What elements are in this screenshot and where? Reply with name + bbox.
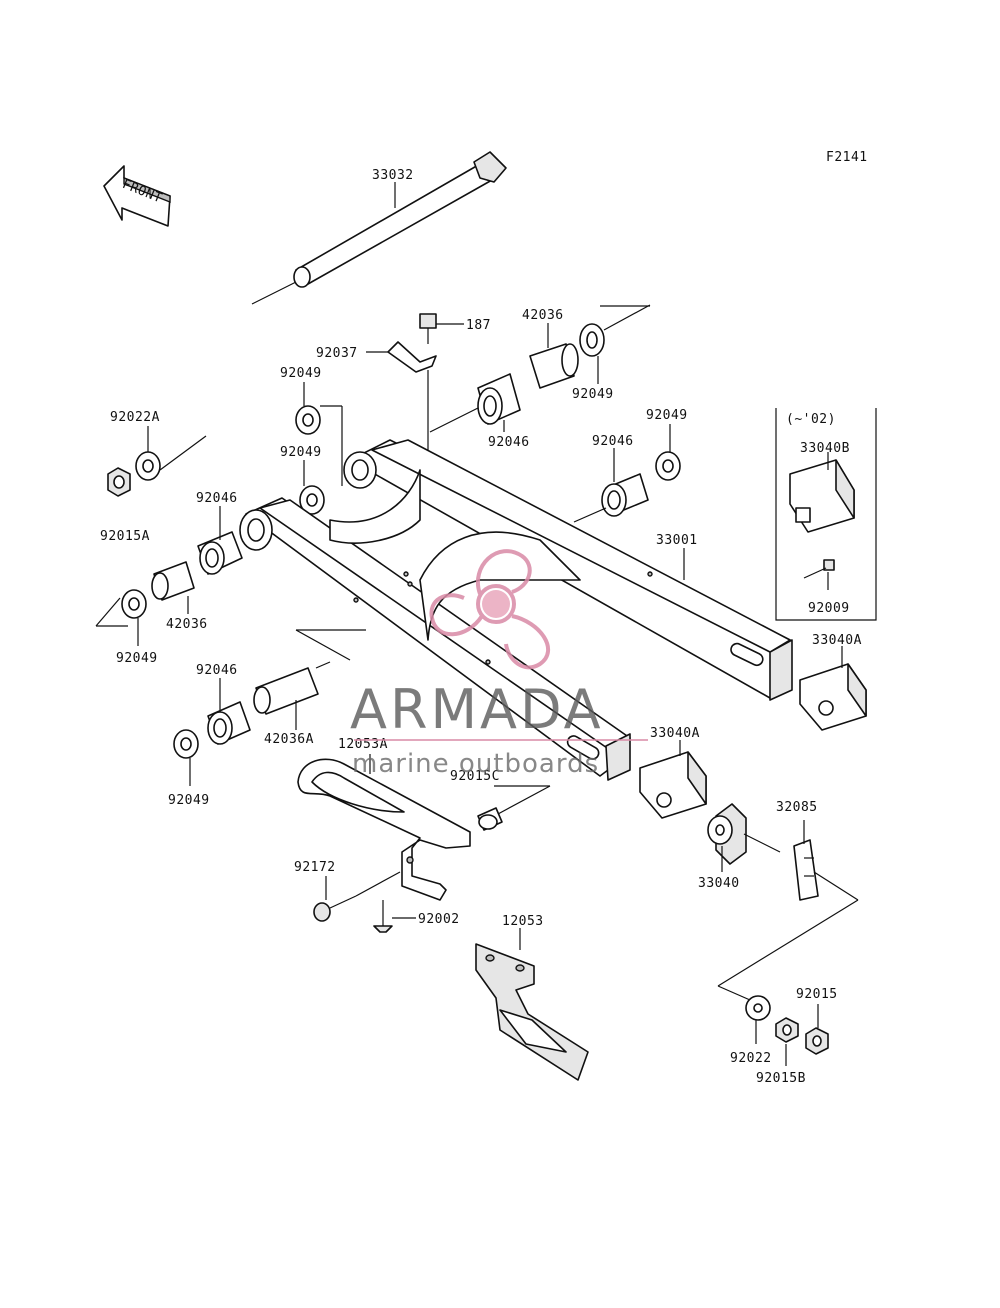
callout-92049-bottom: 92049: [168, 793, 210, 808]
adjuster-33040A-right: [799, 646, 867, 731]
callout-42036-top: 42036: [522, 308, 564, 323]
adjuster-bolt-33040: [707, 803, 781, 872]
nut-92015A: [107, 467, 131, 497]
bolt-187: [419, 313, 464, 344]
callout-33001: 33001: [656, 533, 698, 548]
washer-92049-top: [295, 382, 343, 486]
callout-92009: 92009: [808, 601, 850, 616]
screw-92172: [313, 871, 401, 922]
washer-92049-topright: [579, 304, 651, 384]
callout-92022A: 92022A: [110, 410, 160, 425]
callout-33040A-right: 33040A: [812, 633, 862, 648]
callout-92015A: 92015A: [100, 529, 150, 544]
callout-92015C: 92015C: [450, 769, 500, 784]
bolt-92002: [373, 900, 416, 933]
washer-92049-mid: [299, 460, 325, 515]
nut-92015: [805, 1004, 829, 1055]
watermark-brand: ARMADA: [350, 678, 604, 741]
callout-92022: 92022: [730, 1051, 772, 1066]
callout-92037: 92037: [316, 346, 358, 361]
block-32085: [717, 820, 859, 1001]
callout-92046-top: 92046: [488, 435, 530, 450]
washer-92049-left: [95, 589, 147, 646]
pivot-shaft: [251, 151, 507, 305]
callout-92015: 92015: [796, 987, 838, 1002]
bearing-92046-bottom: [207, 678, 251, 745]
swingarm-33001: [239, 439, 793, 781]
callout-33040: 33040: [698, 876, 740, 891]
callout-92046-left: 92046: [196, 491, 238, 506]
callout-92049-topright: 92049: [572, 387, 614, 402]
variant-note: (~'02): [786, 412, 836, 427]
collar-92015C: [477, 785, 551, 831]
washer-92049-right: [655, 424, 681, 481]
front-arrow-icon: FRONT: [103, 165, 171, 227]
chain-cover-12053: [475, 928, 589, 1081]
bushing-42036-left: [151, 561, 195, 614]
watermark-tagline: marine outboards: [352, 749, 599, 779]
washer-92049-bottom: [173, 729, 199, 786]
callout-92049-left: 92049: [116, 651, 158, 666]
washer-92022A: [135, 426, 207, 481]
clip-92037: [366, 341, 437, 490]
bushing-42036-top: [529, 323, 579, 389]
callout-187: 187: [466, 318, 491, 333]
callout-33032: 33032: [372, 168, 414, 183]
bushing-42036A: [253, 661, 331, 730]
callout-32085: 32085: [776, 800, 818, 815]
nut-92015B: [775, 1017, 799, 1066]
bearing-92046-left: [197, 506, 243, 575]
callout-92046-right: 92046: [592, 434, 634, 449]
figure-code: F2141: [826, 150, 868, 165]
washer-92022: [745, 995, 771, 1044]
callout-92049-top: 92049: [280, 366, 322, 381]
bearing-92046-top: [429, 373, 521, 433]
callout-33040A-mid: 33040A: [650, 726, 700, 741]
callout-92049-right: 92049: [646, 408, 688, 423]
callout-33040B: 33040B: [800, 441, 850, 456]
callout-92046-bottom: 92046: [196, 663, 238, 678]
bearing-92046-right: [573, 448, 649, 523]
adjuster-33040A-mid: [639, 740, 707, 819]
callout-92002: 92002: [418, 912, 460, 927]
chain-guide-12053A: [297, 754, 471, 901]
callout-92015B: 92015B: [756, 1071, 806, 1086]
callout-42036A: 42036A: [264, 732, 314, 747]
armada-logo: [429, 549, 551, 670]
callout-42036-left: 42036: [166, 617, 208, 632]
callout-12053: 12053: [502, 914, 544, 929]
callout-92049-mid: 92049: [280, 445, 322, 460]
callout-92172: 92172: [294, 860, 336, 875]
variant-box: [775, 408, 877, 621]
